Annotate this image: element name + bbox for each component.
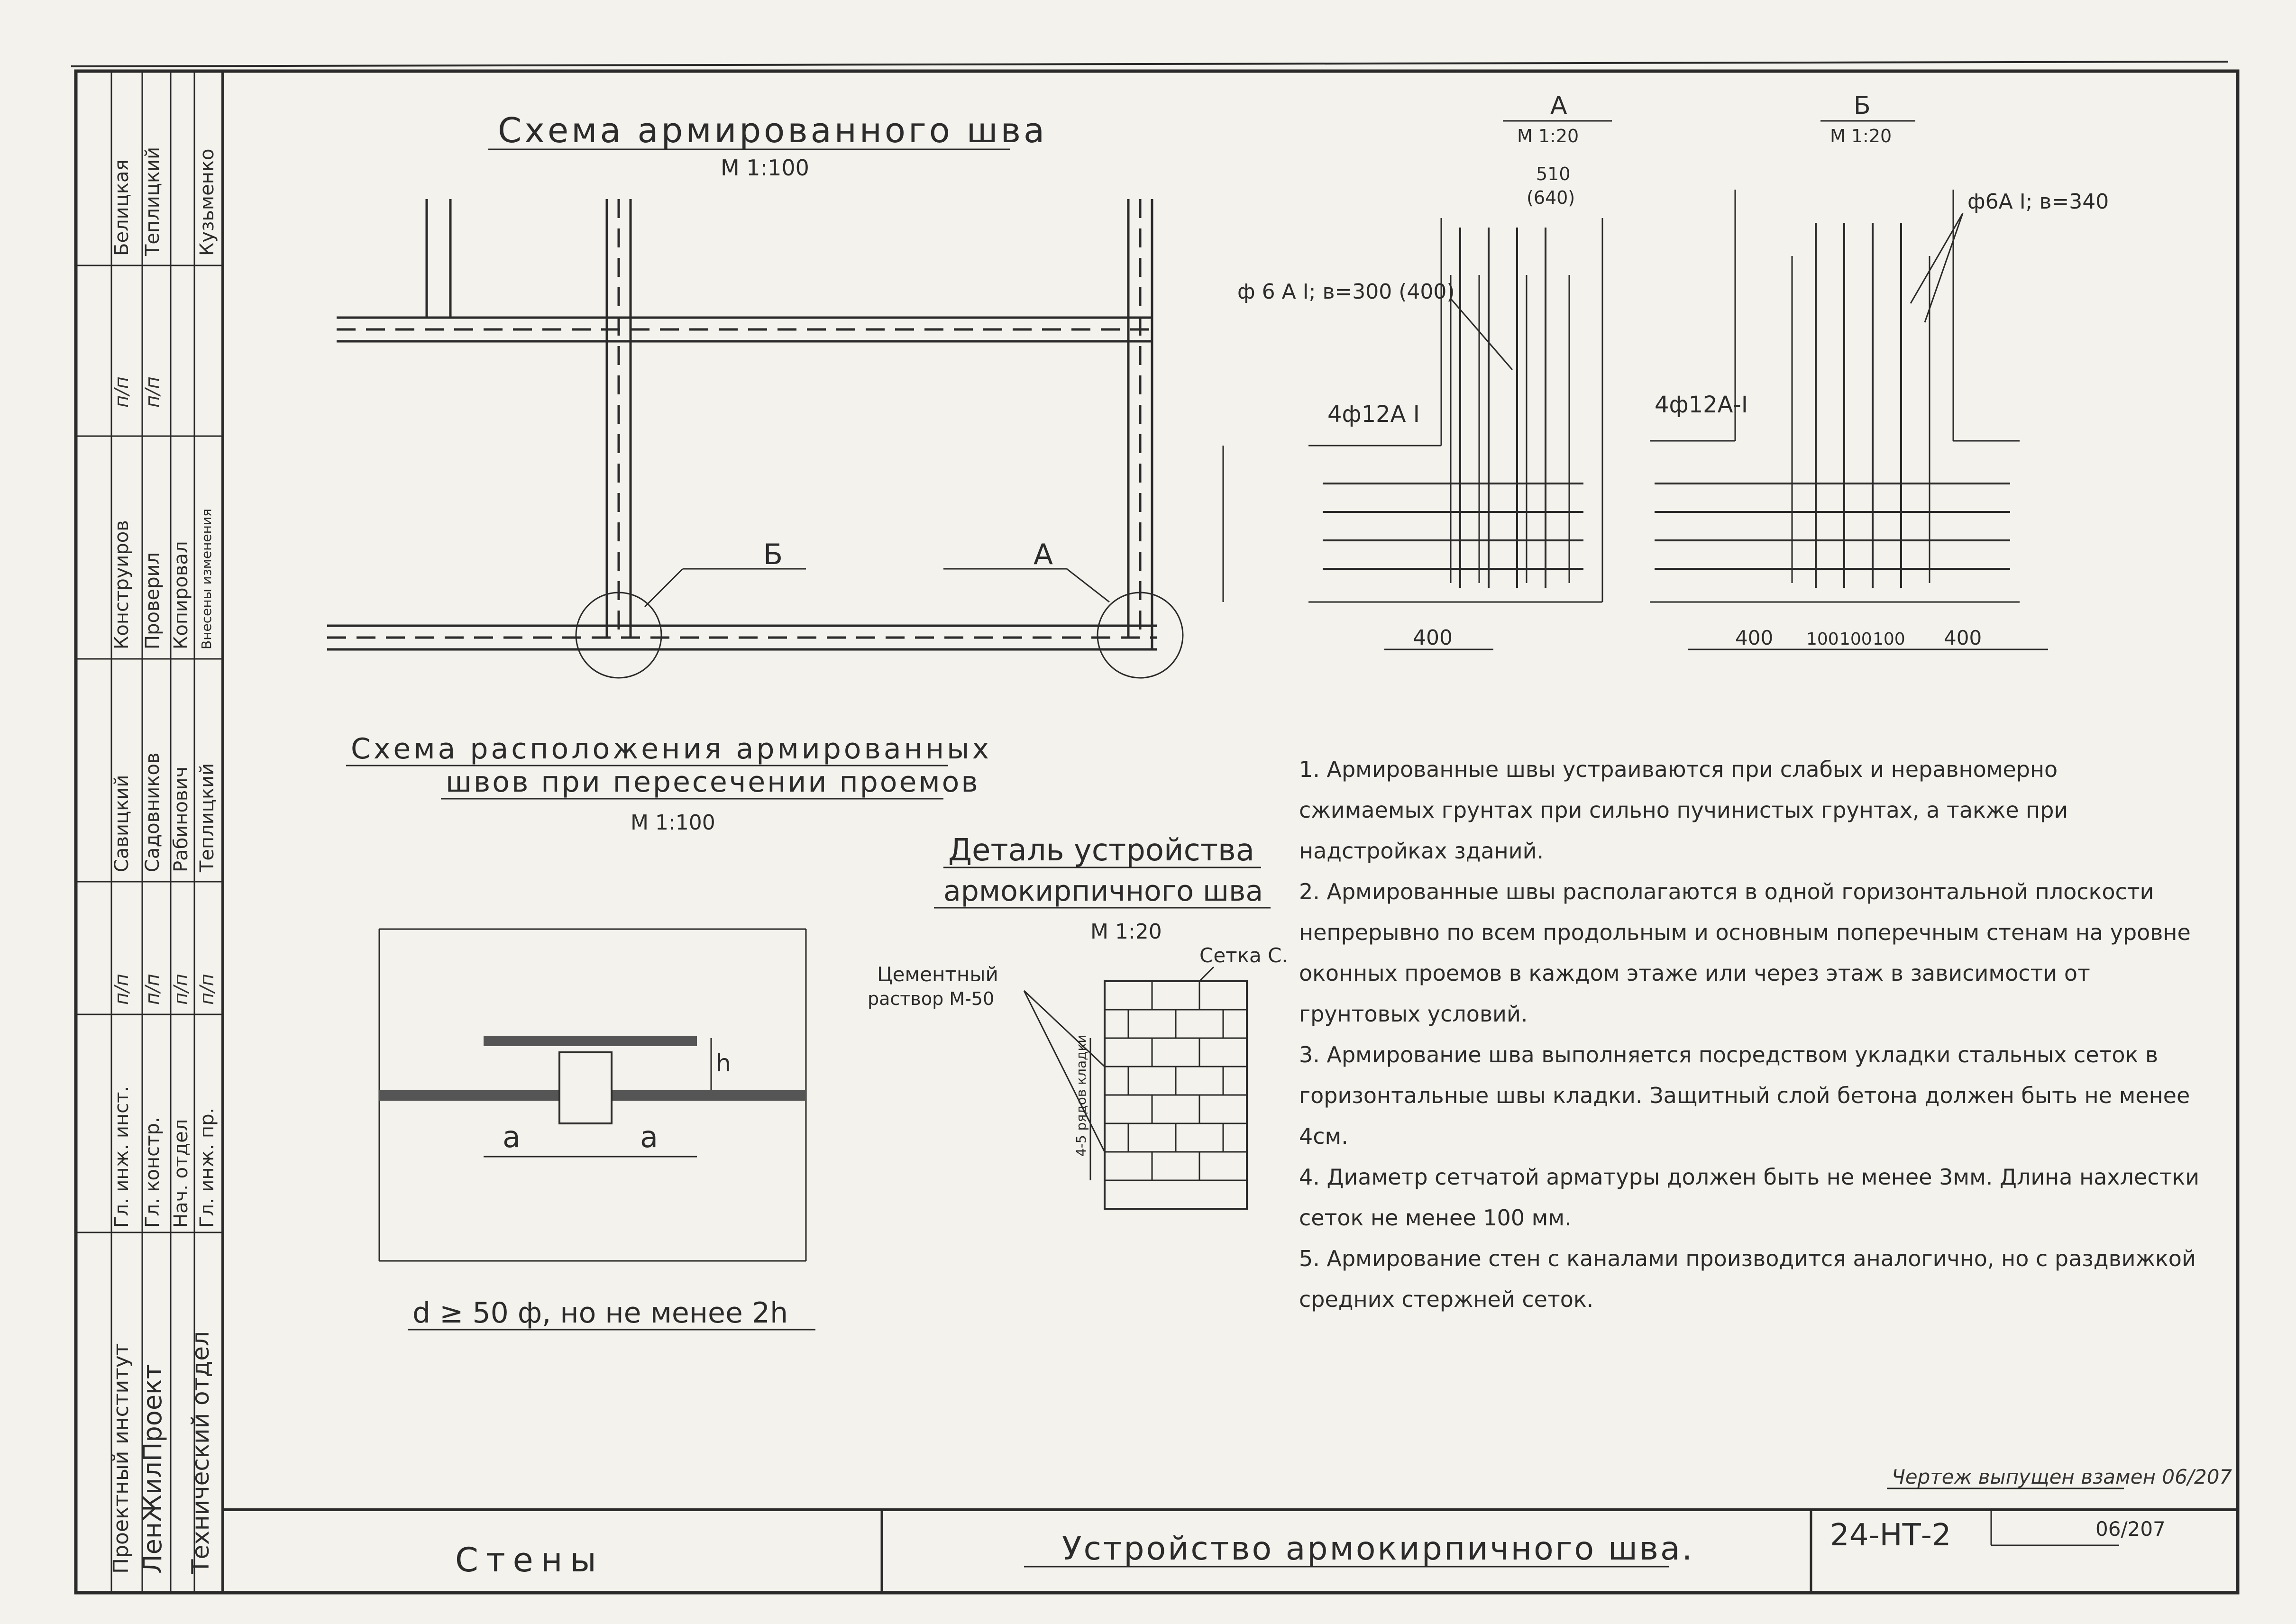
node-b-dim-100a: 100 <box>1806 630 1839 649</box>
issue-note: Чертеж выпущен взамен 06/207 <box>1892 1465 2232 1488</box>
stamp-sign-4: п/п <box>196 974 218 1005</box>
note-item: 3. Армирование шва выполняется посредств… <box>1299 1042 2190 1149</box>
node-a-leader <box>1066 568 1110 603</box>
stamp-sign-3: п/п <box>170 974 192 1005</box>
opening-dim-h: h <box>716 1049 731 1077</box>
stamp-initials-2: п/п <box>142 376 164 408</box>
node-a-dim-510: 510 <box>1536 164 1571 184</box>
title-sheet: 06/207 <box>2095 1517 2166 1541</box>
title-section: Стены <box>455 1541 604 1579</box>
stamp-name-4: Кузьменко <box>196 149 218 256</box>
top-edge-line <box>71 61 2229 67</box>
node-a-title: А <box>1550 91 1567 120</box>
left-stamp <box>76 71 224 1593</box>
node-b-dim-400-right: 400 <box>1944 626 1982 649</box>
node-b-leader <box>644 568 684 608</box>
node-a-bar-top: ф 6 А I; в=300 (400) <box>1237 280 1455 304</box>
opening-dim-a-right: а <box>640 1120 658 1154</box>
title-block <box>223 1508 2238 1593</box>
brick-title-2: армокирпичного шва <box>943 875 1263 908</box>
opening-scale: М 1:100 <box>631 811 715 835</box>
node-b-bar-top: ф6А I; в=340 <box>1967 190 2109 214</box>
main-scheme-walls <box>327 199 1157 651</box>
node-a-dim-400: 400 <box>1413 626 1453 650</box>
mortar-grade: раствор М-50 <box>868 988 994 1009</box>
node-b-dim-400-left: 400 <box>1735 626 1773 649</box>
node-b-rebar-drawing <box>1650 190 2048 650</box>
stamp-sign-column: п/п п/п п/п п/п <box>111 974 218 1005</box>
stamp-role-3: Нач. отдел <box>170 1119 192 1228</box>
notes-block: 1. Армированные швы устраиваются при сла… <box>1299 757 2200 1312</box>
node-a-dim-640: (640) <box>1527 187 1575 208</box>
node-b-marker-label: Б <box>763 538 783 571</box>
node-b-dim-100c: 100 <box>1873 630 1905 649</box>
node-a-scale: М 1:20 <box>1517 126 1579 146</box>
stamp-initials-1: п/п <box>111 376 133 408</box>
node-b-scale: М 1:20 <box>1830 126 1892 146</box>
node-a-rebar-drawing <box>1222 218 1603 650</box>
note-item: 4. Диаметр сетчатой арматуры должен быть… <box>1299 1164 2200 1231</box>
mortar-label: Цементный <box>877 963 998 986</box>
stamp-role-4: Гл. инж. пр. <box>196 1108 218 1228</box>
node-a-marker-label: А <box>1034 538 1053 571</box>
node-a-bar-main: 4ф12А I <box>1327 401 1420 428</box>
stamp-position-3: Рабинович <box>170 766 192 872</box>
brick-rows-label: 4-5 рядов кладки <box>1073 1034 1089 1157</box>
stamp-sign-2: п/п <box>142 974 164 1005</box>
stamp-sign-1: п/п <box>111 974 133 1005</box>
node-b-marker-circle <box>575 592 662 679</box>
node-b-title: Б <box>1854 91 1871 120</box>
brick-title-1: Деталь устройства <box>948 833 1254 868</box>
stamp-task-column: Конструиров Проверил Копировал Внесены и… <box>111 509 214 649</box>
main-scheme-scale: М 1:100 <box>721 155 809 181</box>
stamp-initials-column: п/п п/п <box>111 376 164 408</box>
node-b-dim-100b: 100 <box>1839 630 1872 649</box>
stamp-name-1: Белицкая <box>111 159 133 256</box>
stamp-position-4: Теплицкий <box>196 763 218 873</box>
stamp-task-2: Проверил <box>142 552 164 649</box>
institute-label: Проектный институт <box>109 1343 133 1574</box>
stamp-position-column: Савицкий Садовников Рабинович Теплицкий <box>111 753 218 873</box>
sheet-border <box>74 69 2240 1595</box>
opening-formula: d ≥ 50 ф, но не менее 2h <box>412 1296 788 1330</box>
stamp-role-2: Гл. констр. <box>142 1117 164 1228</box>
stamp-name-2: Теплицкий <box>142 147 164 256</box>
node-b-bar-main: 4ф12А-I <box>1655 392 1748 418</box>
stamp-task-3: Копировал <box>170 541 192 649</box>
institute-name: ЛенЖилПроект <box>137 1364 167 1574</box>
stamp-task-1: Конструиров <box>111 520 133 649</box>
stamp-role-1: Гл. инж. инст. <box>111 1086 133 1228</box>
note-item: 1. Армированные швы устраиваются при сла… <box>1299 757 2068 864</box>
note-item: 2. Армированные швы располагаются в одно… <box>1299 879 2191 1027</box>
stamp-role-column: Гл. инж. инст. Гл. констр. Нач. отдел Гл… <box>111 1086 218 1228</box>
brick-scale: М 1:20 <box>1090 920 1162 944</box>
mesh-label: Сетка С. <box>1199 944 1288 967</box>
title-code: 24-НТ-2 <box>1830 1518 1951 1553</box>
stamp-name-column: Белицкая Теплицкий Кузьменко <box>111 147 218 256</box>
department-label: Технический отдел <box>187 1331 214 1574</box>
opening-title-2: швов при пересечении проемов <box>446 766 980 799</box>
title-drawing: Устройство армокирпичного шва. <box>1062 1530 1694 1568</box>
note-item: 5. Армирование стен с каналами производи… <box>1299 1246 2196 1312</box>
stamp-position-2: Садовников <box>142 753 164 873</box>
opening-dim-a-left: а <box>503 1120 521 1154</box>
opening-scheme-drawing <box>378 928 807 1262</box>
stamp-position-1: Савицкий <box>111 775 133 872</box>
node-a-marker-circle <box>1097 592 1184 679</box>
stamp-task-4: Внесены изменения <box>199 509 214 649</box>
stamp-institute: Проектный институт ЛенЖилПроект Техничес… <box>109 1331 214 1574</box>
brick-wall-detail <box>1023 966 1248 1210</box>
opening-title-1: Схема расположения армированных <box>351 732 992 766</box>
main-scheme-title: Схема армированного шва <box>498 110 1047 150</box>
